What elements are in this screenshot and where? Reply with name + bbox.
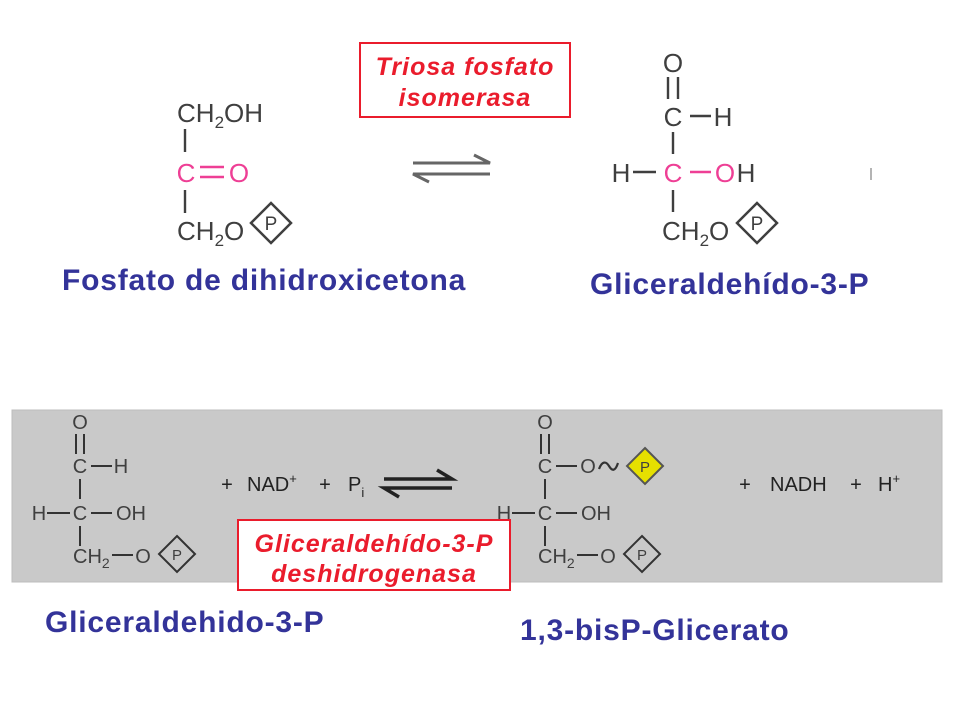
enzyme-box-frame <box>237 519 511 591</box>
anhydride-oxygen: O <box>580 456 596 478</box>
aldehyde-carbon: C <box>73 456 87 478</box>
reverse-arrow <box>377 486 452 499</box>
plus-sign: + <box>850 474 862 496</box>
forward-arrow <box>384 468 459 481</box>
dhap-label: Fosfato de dihidroxicetona <box>62 264 466 297</box>
aldehyde-carbon: C <box>664 102 683 132</box>
hydroxyl-carbon: C <box>664 158 683 188</box>
phosphate-label: P <box>640 459 650 476</box>
dhap-structure: CH2OH C O CH2O P <box>177 98 293 250</box>
pi-label: P <box>348 474 361 496</box>
phosphate-diamond <box>157 534 197 574</box>
bpg-structure: O C O P H C OH CH2 O P <box>497 412 665 574</box>
phosphate-label: P <box>265 214 278 235</box>
forward-arrow <box>413 153 491 165</box>
subscript-2: 2 <box>700 231 709 250</box>
ester-oxygen: O <box>600 546 616 568</box>
aldehyde-oxygen: O <box>72 412 88 434</box>
g3p-product-structure: O C H H C O H CH2O P <box>612 48 779 250</box>
subscript-2: 2 <box>102 555 110 571</box>
hydroxyl-oxygen: O <box>715 158 735 188</box>
proton-charge: + <box>892 471 900 486</box>
ch2-group: CH2 <box>538 546 575 571</box>
hydroxyl-group: OH <box>116 503 146 525</box>
nad-label: NAD <box>247 474 289 496</box>
subscript-2: 2 <box>567 555 575 571</box>
ch-label: CH <box>538 546 567 568</box>
subscript-2: 2 <box>215 113 224 132</box>
hydroxyl-carbon: C <box>73 503 87 525</box>
proton: H+ <box>878 471 900 496</box>
enzyme-name-line2: deshidrogenasa <box>271 560 477 588</box>
inorganic-phosphate: Pi <box>348 474 364 500</box>
carbonyl-oxygen: O <box>229 158 249 188</box>
ch2o-group: CH2O <box>177 216 244 250</box>
high-energy-phosphate-diamond <box>625 446 665 486</box>
nadh-label: NADH <box>770 474 827 496</box>
g3p-substrate-structure: O C H H C OH CH2 O P <box>32 412 197 574</box>
ch-label: CH <box>177 98 215 128</box>
aldehyde-hydrogen: H <box>714 102 733 132</box>
ch-label: CH <box>662 216 700 246</box>
g3p-substrate-label: Gliceraldehido-3-P <box>45 606 324 639</box>
enzyme-box-dehydrogenase: Gliceraldehído-3-P deshidrogenasa <box>237 519 511 591</box>
phosphate-diamond <box>735 201 779 245</box>
phosphate-label: P <box>751 214 764 235</box>
carbonyl-carbon: C <box>177 158 196 188</box>
enzyme-name-line1: Triosa fosfato <box>376 53 555 81</box>
hydroxyl-group: OH <box>581 503 611 525</box>
equilibrium-arrows-top <box>412 153 491 184</box>
ch2-group: CH2 <box>73 546 110 571</box>
phosphate-label: P <box>172 547 182 564</box>
hydrogen-left: H <box>32 503 46 525</box>
ch-label: CH <box>73 546 102 568</box>
oh-label: OH <box>224 98 263 128</box>
hydrogen-left: H <box>612 158 631 188</box>
phosphate-diamond <box>622 534 662 574</box>
enzyme-name-line2: isomerasa <box>399 84 532 112</box>
phosphate-diamond <box>249 201 293 245</box>
reactant-cofactors: + NAD+ + Pi <box>221 471 364 500</box>
proton-label: H <box>878 474 892 496</box>
ch2o-group: CH2O <box>662 216 729 250</box>
aldehyde-oxygen: O <box>663 48 683 78</box>
aldehyde-hydrogen: H <box>114 456 128 478</box>
reverse-arrow <box>412 172 490 184</box>
hydroxyl-hydrogen: H <box>737 158 756 188</box>
ester-oxygen: O <box>135 546 151 568</box>
o-label: O <box>709 216 729 246</box>
enzyme-name-line1: Gliceraldehído-3-P <box>255 530 494 558</box>
hydroxyl-carbon: C <box>538 503 552 525</box>
g3p-product-label: Gliceraldehído-3-P <box>590 268 869 301</box>
product-cofactors: + NADH + H+ <box>739 471 900 496</box>
nad-plus: NAD+ <box>247 471 297 496</box>
o-label: O <box>224 216 244 246</box>
phosphate-label: P <box>637 547 647 564</box>
equilibrium-arrows-bottom <box>377 468 459 499</box>
pi-subscript: i <box>361 485 364 500</box>
bpg-label: 1,3-bisP-Glicerato <box>520 614 790 647</box>
ch-label: CH <box>177 216 215 246</box>
acyl-carbon: C <box>538 456 552 478</box>
high-energy-bond-tilde <box>597 461 620 471</box>
subscript-2: 2 <box>215 231 224 250</box>
enzyme-box-isomerase: Triosa fosfato isomerasa <box>359 42 571 118</box>
plus-sign: + <box>739 474 751 496</box>
carbonyl-oxygen: O <box>537 412 553 434</box>
plus-sign: + <box>221 474 233 496</box>
enzyme-box-frame <box>359 42 571 118</box>
ch2oh-group: CH2OH <box>177 98 263 132</box>
plus-sign: + <box>319 474 331 496</box>
nad-charge: + <box>289 471 297 486</box>
